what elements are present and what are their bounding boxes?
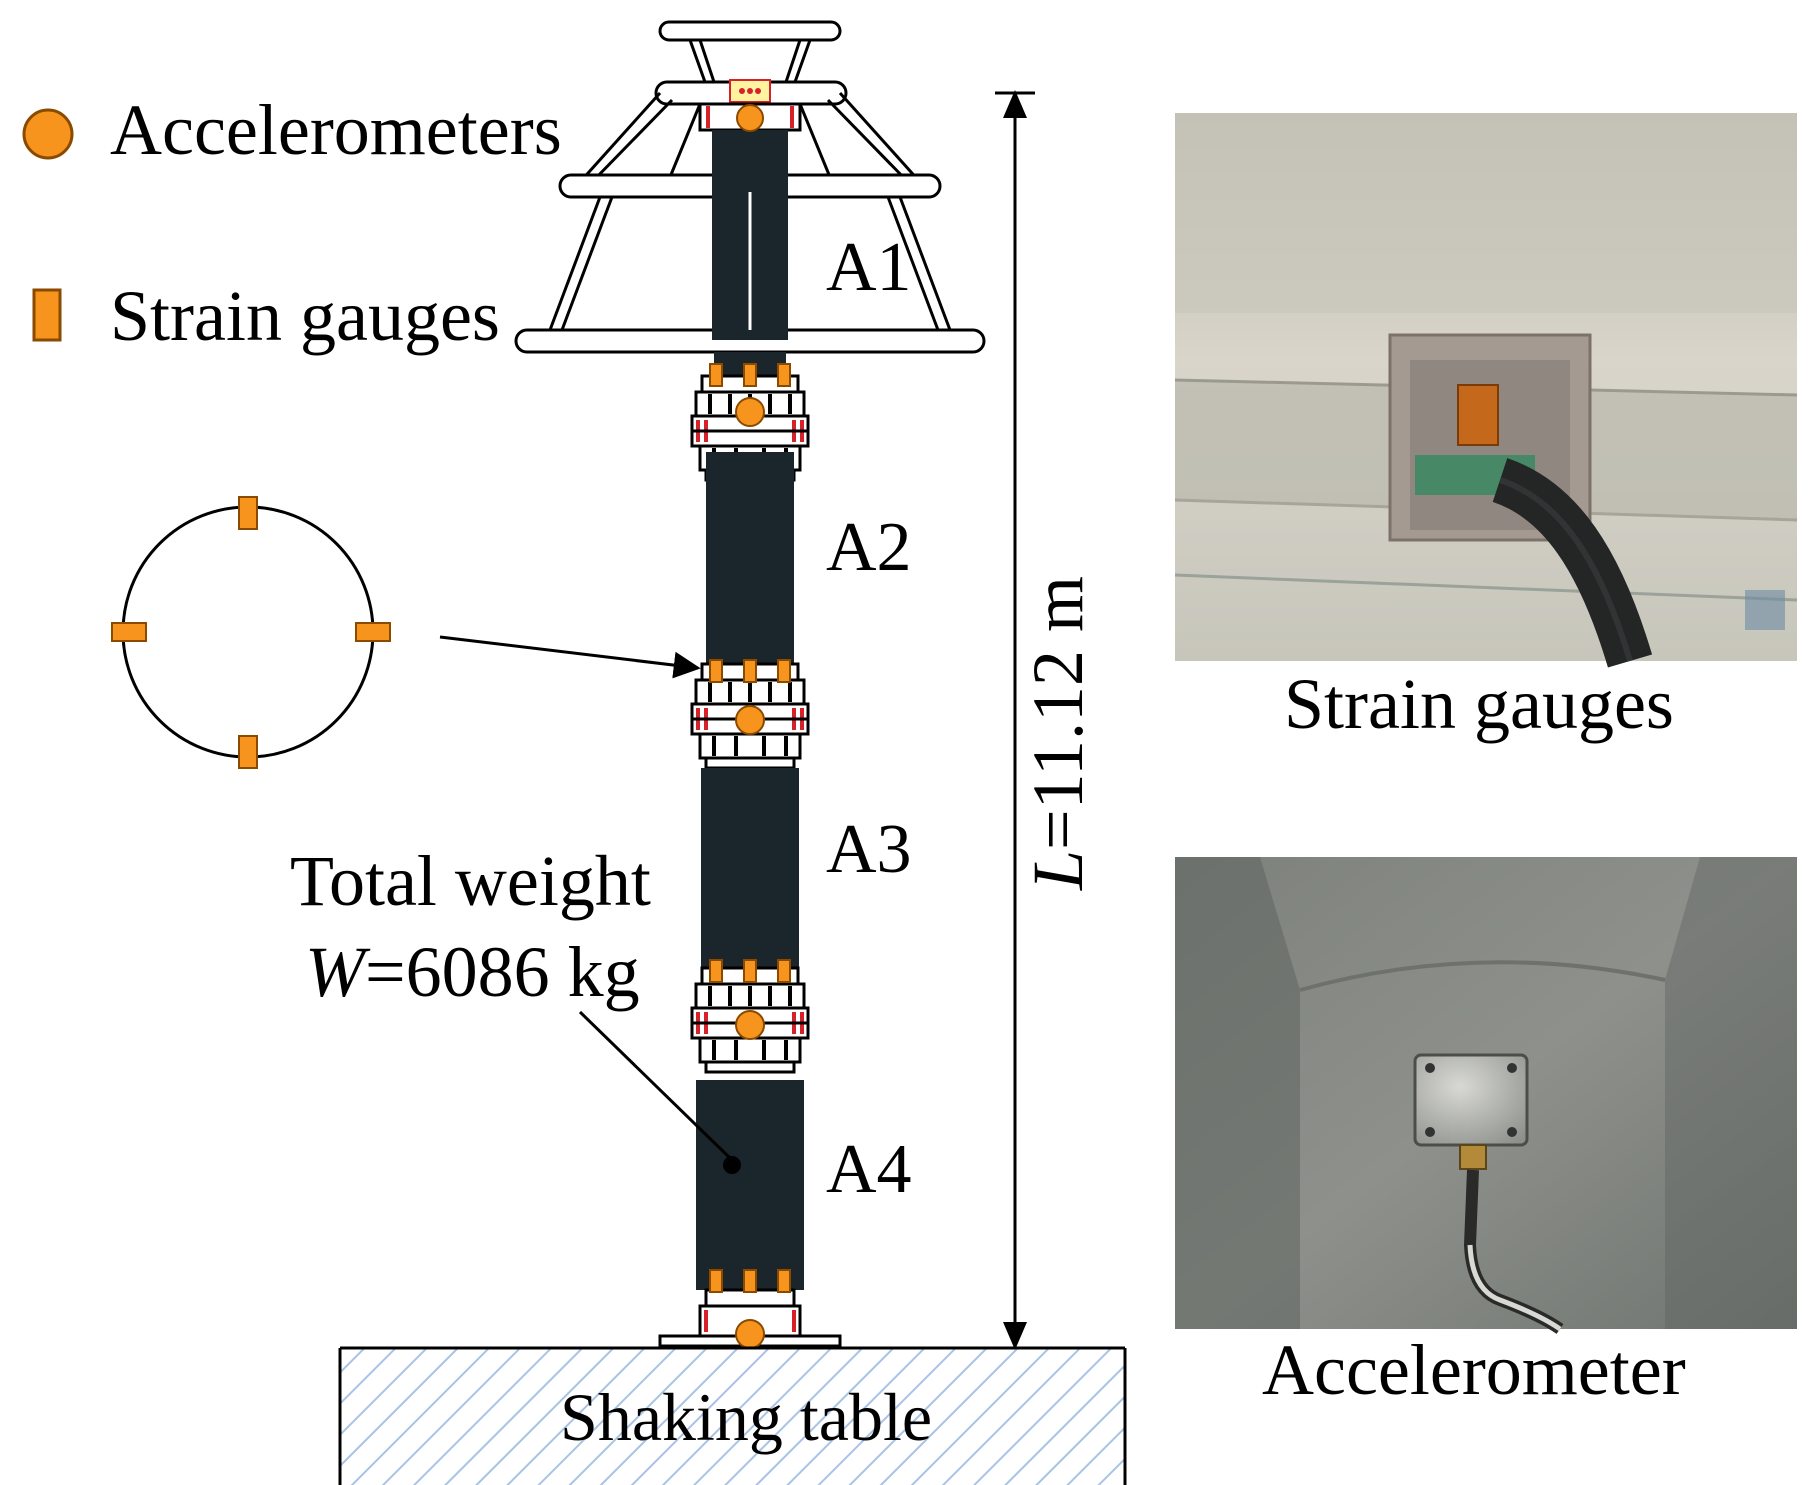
accelerometer-joint-3: [735, 1010, 765, 1040]
legend: Accelerometers Strain gauges: [22, 90, 562, 356]
cross-section-gauge-bottom: [238, 735, 258, 769]
weight-variable: W: [305, 932, 371, 1012]
shaking-table: Shaking table: [338, 1346, 1127, 1485]
accelerometer-joint-1: [735, 397, 765, 427]
legend-accelerometers-label: Accelerometers: [110, 90, 562, 170]
segment-label-a3: A3: [826, 811, 912, 888]
shaking-table-label: Shaking table: [560, 1379, 932, 1455]
cross-section-gauge-top: [238, 496, 258, 530]
weight-leader-line: [578, 1010, 734, 1162]
cross-section-arrow: [439, 635, 701, 679]
strain-gauge-photo: Strain gauges: [1174, 113, 1798, 744]
segment-label-a4: A4: [826, 1131, 912, 1208]
segment-a2: [706, 452, 794, 664]
strain-gauge-photo-caption: Strain gauges: [1284, 664, 1674, 744]
cross-section-gauge-left: [111, 622, 147, 642]
weight-annotation: Total weight W=6086 kg: [290, 841, 741, 1174]
height-amount: =11.12 m: [1018, 576, 1098, 850]
segment-a4: [696, 1080, 804, 1290]
legend-strain-gauges-label: Strain gauges: [110, 276, 500, 356]
strain-gauge-legend-icon: [32, 288, 62, 342]
center-of-mass-dot: [723, 1156, 741, 1174]
strain-gauge-foil: [1457, 384, 1499, 446]
cross-section-gauge-right: [355, 622, 391, 642]
accelerometer-joint-2: [735, 705, 765, 735]
accelerometer-photo: Accelerometer: [1175, 857, 1797, 1410]
height-dimension: L=11.12 m: [995, 90, 1098, 1350]
post-insulator-column: A1 A2 A3 A4: [514, 20, 986, 1349]
gauge-cross-section: [111, 496, 701, 769]
height-variable: L: [1018, 850, 1098, 891]
weight-amount: =6086 kg: [365, 932, 640, 1012]
weight-value: W=6086 kg: [305, 932, 640, 1012]
segment-label-a2: A2: [826, 509, 912, 586]
accelerometer-legend-icon: [22, 108, 74, 160]
segment-a3: [701, 768, 799, 976]
segment-label-a1: A1: [826, 229, 912, 306]
accelerometer-top: [736, 104, 764, 132]
cross-section-circle: [121, 505, 375, 759]
accelerometer-base: [735, 1319, 765, 1349]
accelerometer-photo-caption: Accelerometer: [1262, 1330, 1686, 1410]
height-label: L=11.12 m: [1018, 576, 1098, 891]
weight-label: Total weight: [290, 841, 651, 921]
